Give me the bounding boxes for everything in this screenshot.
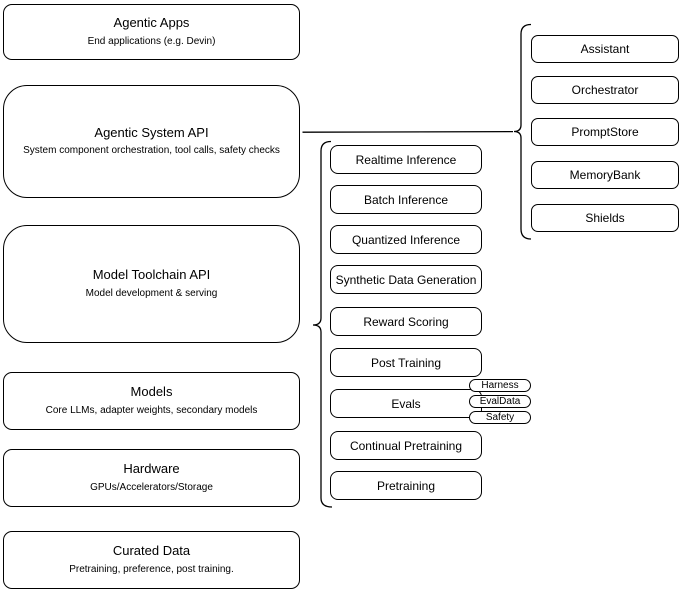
- node-subtitle: GPUs/Accelerators/Storage: [90, 481, 213, 493]
- toolchain-bracket: [312, 140, 333, 508]
- node-shields: Shields: [531, 204, 679, 232]
- node-post-training: Post Training: [330, 348, 482, 377]
- node-evals: Evals: [330, 389, 482, 418]
- tag-evaldata: EvalData: [469, 395, 531, 408]
- node-subtitle: End applications (e.g. Devin): [87, 35, 216, 47]
- node-agentic-system-api: Agentic System API System component orch…: [3, 85, 300, 198]
- node-promptstore: PromptStore: [531, 118, 679, 146]
- tag-safety: Safety: [469, 411, 531, 424]
- node-title: Agentic System API: [94, 124, 209, 140]
- node-synthetic-data-generation: Synthetic Data Generation: [330, 265, 482, 294]
- node-realtime-inference: Realtime Inference: [330, 145, 482, 174]
- node-quantized-inference: Quantized Inference: [330, 225, 482, 254]
- node-pretraining: Pretraining: [330, 471, 482, 500]
- node-agentic-apps: Agentic Apps End applications (e.g. Devi…: [3, 4, 300, 60]
- node-subtitle: Pretraining, preference, post training.: [69, 563, 234, 575]
- node-title: Model Toolchain API: [92, 267, 211, 283]
- node-subtitle: System component orchestration, tool cal…: [23, 145, 280, 157]
- node-subtitle: Model development & serving: [85, 287, 218, 299]
- node-assistant: Assistant: [531, 35, 679, 63]
- node-subtitle: Core LLMs, adapter weights, secondary mo…: [45, 404, 258, 416]
- node-models: Models Core LLMs, adapter weights, secon…: [3, 372, 300, 430]
- node-hardware: Hardware GPUs/Accelerators/Storage: [3, 449, 300, 507]
- node-reward-scoring: Reward Scoring: [330, 307, 482, 336]
- node-model-toolchain-api: Model Toolchain API Model development & …: [3, 225, 300, 343]
- system-bracket: [513, 23, 532, 240]
- node-curated-data: Curated Data Pretraining, preference, po…: [3, 531, 300, 589]
- node-title: Curated Data: [112, 543, 191, 559]
- node-memorybank: MemoryBank: [531, 161, 679, 189]
- node-continual-pretraining: Continual Pretraining: [330, 431, 482, 460]
- tag-harness: Harness: [469, 379, 531, 392]
- node-title: Models: [130, 384, 173, 400]
- node-batch-inference: Batch Inference: [330, 185, 482, 214]
- system-api-connector-line: [302, 130, 514, 133]
- node-title: Agentic Apps: [113, 15, 190, 31]
- node-orchestrator: Orchestrator: [531, 76, 679, 104]
- node-title: Hardware: [123, 461, 180, 477]
